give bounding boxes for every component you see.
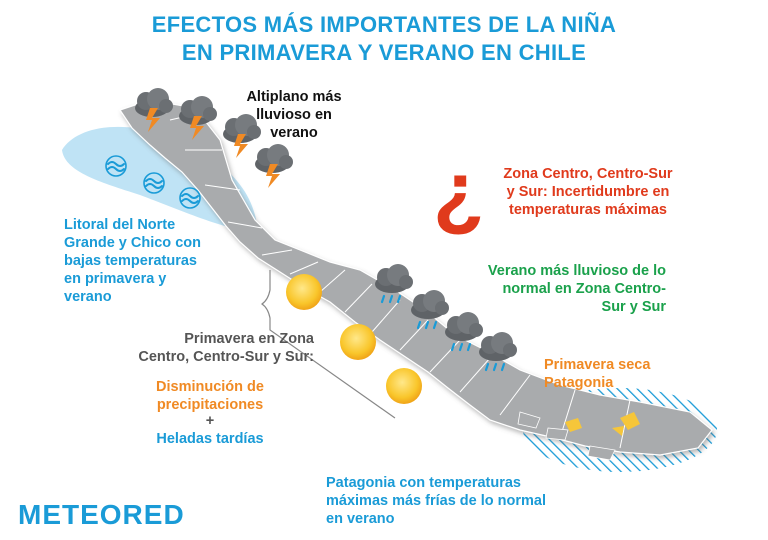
title-line-1: EFECTOS MÁS IMPORTANTES DE LA NIÑA xyxy=(151,12,617,37)
rain-cloud-icon xyxy=(445,312,483,352)
wave-icon xyxy=(105,155,127,177)
sun-icon xyxy=(286,274,322,310)
sun-icon xyxy=(386,368,422,404)
storm-cloud-icon xyxy=(179,96,217,140)
rain-cloud-icon xyxy=(375,264,413,304)
sun-icon xyxy=(340,324,376,360)
svg-text:METEORED: METEORED xyxy=(18,499,185,530)
storm-cloud-icon xyxy=(255,144,293,188)
label-plus: + xyxy=(205,413,215,429)
label-heladas: Heladas tardías xyxy=(156,431,264,447)
label-disminucion: Disminución de precipitaciones xyxy=(156,379,264,413)
wave-icon xyxy=(143,172,165,194)
storm-cloud-icon xyxy=(135,88,173,132)
label-zona-centro: Zona Centro, Centro-Sur y Sur: Incertidu… xyxy=(503,166,673,218)
bracket-line xyxy=(260,270,396,419)
label-primavera-zona: Primavera en Zona Centro, Centro-Sur y S… xyxy=(138,331,314,365)
label-litoral: Litoral del Norte Grande y Chico con baj… xyxy=(64,217,201,305)
north-coast-ocean xyxy=(62,126,258,232)
label-patagonia: Patagonia con temperaturas máximas más f… xyxy=(326,475,547,527)
rain-cloud-icon xyxy=(411,290,449,330)
label-altiplano: Altiplano más lluvioso en verano xyxy=(246,89,342,141)
question-mark-icon: ¿ xyxy=(433,144,484,238)
wave-icon xyxy=(179,187,201,209)
southern-islands xyxy=(517,411,616,461)
meteored-logo: METEORED xyxy=(18,499,185,530)
storm-cloud-icon xyxy=(223,114,261,158)
label-primavera-seca: Primavera seca Patagonia xyxy=(544,357,651,391)
title-line-2: EN PRIMAVERA Y VERANO EN CHILE xyxy=(181,40,587,65)
svg-text:¿: ¿ xyxy=(433,144,484,238)
label-verano-lluvioso: Verano más lluvioso de lo normal en Zona… xyxy=(487,263,666,315)
rain-cloud-icon xyxy=(479,332,517,372)
dry-spots xyxy=(565,412,640,436)
